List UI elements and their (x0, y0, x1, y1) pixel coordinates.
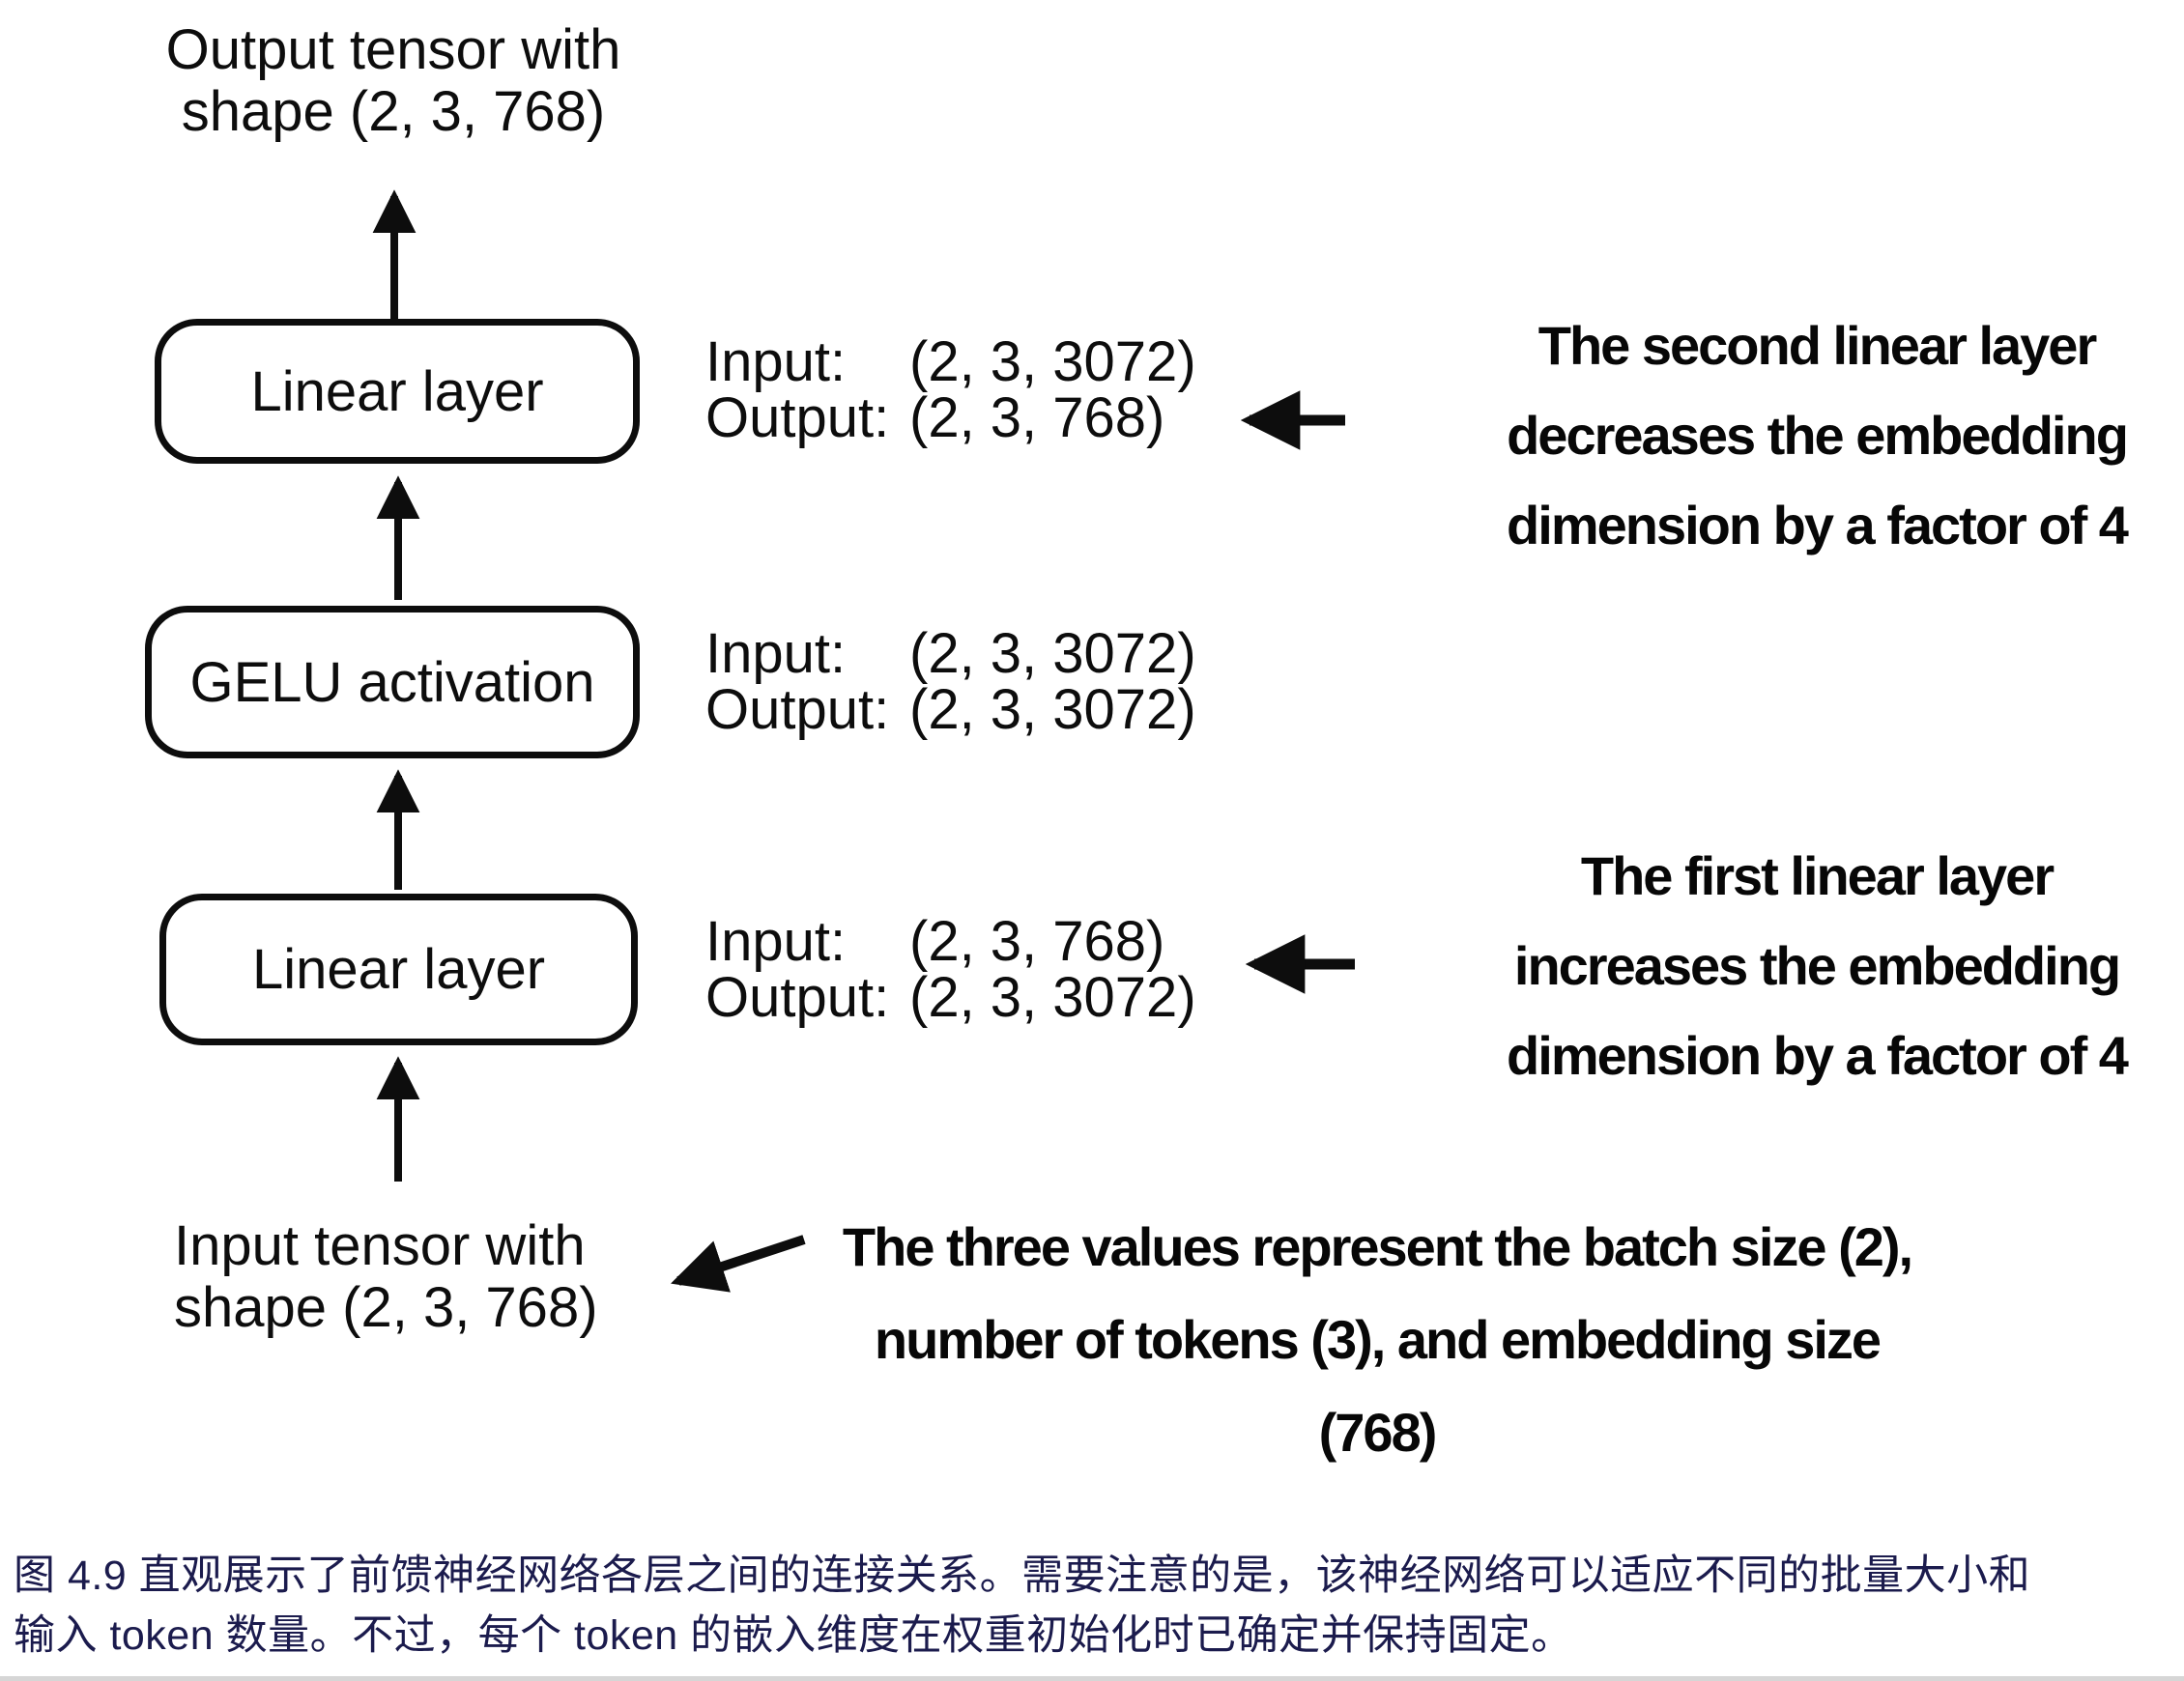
gelu-activation-io: Input: (2, 3, 3072) Output: (2, 3, 3072) (705, 626, 1196, 738)
io-input-value: (2, 3, 768) (909, 910, 1165, 973)
annotation-line: The three values represent the batch siz… (842, 1216, 1913, 1277)
figure-caption-line1: 图 4.9 直观展示了前馈神经网络各层之间的连接关系。需要注意的是，该神经网络可… (14, 1553, 2031, 1599)
annotation-line: dimension by a factor of 4 (1507, 495, 2129, 556)
annotation-line: The first linear layer (1580, 845, 2055, 906)
linear-layer-2-box: Linear layer (155, 319, 640, 464)
io-output-value: (2, 3, 3072) (909, 678, 1196, 741)
io-output-label: Output: (705, 678, 890, 741)
annotation-line: increases the embedding (1513, 935, 2121, 996)
annotation-three-values: The three values represent the batch siz… (812, 1201, 1942, 1479)
io-output-value: (2, 3, 768) (909, 386, 1165, 449)
input-tensor-label-line1: Input tensor with (174, 1214, 586, 1277)
output-tensor-label-line1: Output tensor with (165, 18, 621, 81)
input-tensor-label-line2: shape (2, 3, 768) (174, 1276, 598, 1339)
diagonal-arrow-input-tensor-icon (671, 1235, 806, 1293)
figure-caption-line2: 输入 token 数量。不过，每个 token 的嵌入维度在权重初始化时已确定并… (14, 1612, 1573, 1659)
output-tensor-label: Output tensor with shape (2, 3, 768) (108, 19, 678, 143)
figure-caption: 图 4.9 直观展示了前馈神经网络各层之间的连接关系。需要注意的是，该神经网络可… (14, 1546, 2174, 1666)
io-input-label: Input: (705, 330, 847, 393)
io-output-value: (2, 3, 3072) (909, 966, 1196, 1029)
io-input-value: (2, 3, 3072) (909, 330, 1196, 393)
io-output-label: Output: (705, 386, 890, 449)
io-input-label: Input: (705, 910, 847, 973)
linear-layer-2-io: Input: (2, 3, 3072) Output: (2, 3, 768) (705, 334, 1196, 446)
io-input-label: Input: (705, 622, 847, 685)
output-tensor-label-line2: shape (2, 3, 768) (181, 80, 606, 143)
annotation-first-linear: The first linear layer increases the emb… (1430, 831, 2184, 1100)
annotation-line: number of tokens (3), and embedding size (874, 1309, 1882, 1370)
linear-layer-2-label: Linear layer (250, 359, 544, 423)
io-input-value: (2, 3, 3072) (909, 622, 1196, 685)
linear-layer-1-io: Input: (2, 3, 768) Output: (2, 3, 3072) (705, 914, 1196, 1026)
window-bottom-edge (0, 1676, 2184, 1681)
gelu-activation-box: GELU activation (145, 606, 640, 758)
linear-layer-1-label: Linear layer (251, 938, 546, 1001)
annotation-second-linear: The second linear layer decreases the em… (1430, 300, 2184, 570)
annotation-line: The second linear layer (1537, 315, 2097, 376)
annotation-line: (768) (1318, 1402, 1438, 1463)
io-output-label: Output: (705, 966, 890, 1029)
gelu-activation-label: GELU activation (189, 650, 595, 714)
annotation-line: decreases the embedding (1507, 405, 2129, 466)
linear-layer-1-box: Linear layer (159, 894, 638, 1045)
input-tensor-label: Input tensor with shape (2, 3, 768) (174, 1215, 598, 1339)
annotation-line: dimension by a factor of 4 (1507, 1025, 2129, 1086)
